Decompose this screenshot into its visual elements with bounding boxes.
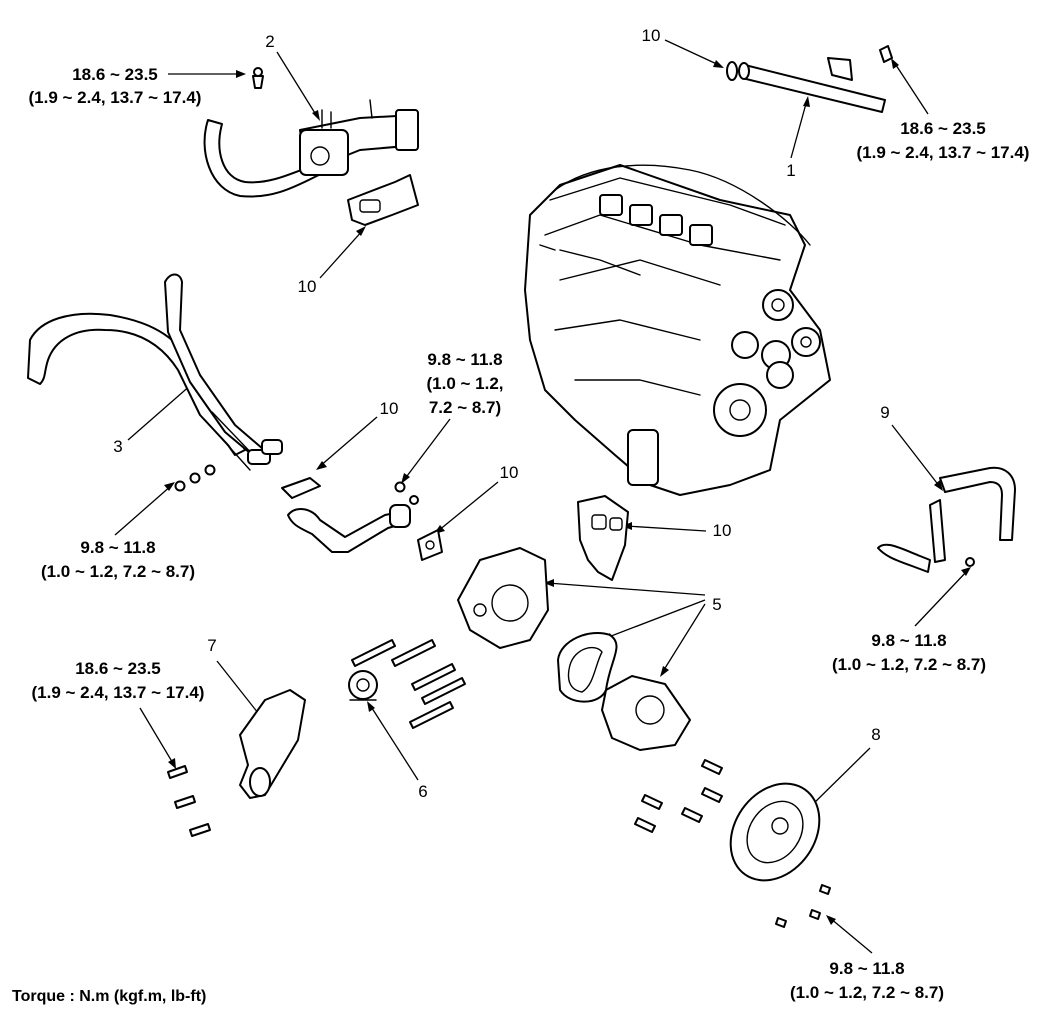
- water-pump: [601, 675, 691, 751]
- nut-center: [394, 481, 419, 505]
- nuts-group-left: [174, 464, 216, 492]
- torque-conversion: (1.9 ~ 2.4, 13.7 ~ 17.4): [29, 88, 202, 107]
- bypass-pipe: [287, 504, 411, 553]
- torque-spec-right-mid: 9.8 ~ 11.8 (1.0 ~ 1.2, 7.2 ~ 8.7): [832, 631, 986, 674]
- callout-3: 3: [113, 437, 122, 456]
- callout-10-top-right: 10: [642, 26, 661, 45]
- torque-spec-left-mid: 9.8 ~ 11.8 (1.0 ~ 1.2, 7.2 ~ 8.7): [41, 538, 195, 581]
- callout-10-right: 10: [713, 521, 732, 540]
- gasket-10-right: [577, 495, 629, 581]
- leader-lines: [114, 39, 971, 954]
- gasket-10-upper-left: [347, 174, 419, 226]
- callout-9: 9: [880, 403, 889, 422]
- water-pump-housing: [457, 547, 549, 649]
- callout-5: 5: [712, 595, 721, 614]
- torque-conversion: (1.0 ~ 1.2, 7.2 ~ 8.7): [790, 983, 944, 1002]
- gasket-10-center: [417, 529, 443, 561]
- hose-9: [877, 466, 1016, 573]
- torque-value: 9.8 ~ 11.8: [871, 631, 946, 650]
- long-bolts: [351, 639, 466, 729]
- callout-8: 8: [871, 725, 880, 744]
- bolts-pulley: [634, 759, 831, 928]
- torque-spec-top-right: 18.6 ~ 23.5 (1.9 ~ 2.4, 13.7 ~ 17.4): [857, 119, 1030, 162]
- torque-conversion: (1.0 ~ 1.2, 7.2 ~ 8.7): [41, 562, 195, 581]
- callout-10-upper-left: 10: [298, 277, 317, 296]
- water-pump-gasket: [557, 632, 618, 703]
- torque-spec-left-low: 18.6 ~ 23.5 (1.9 ~ 2.4, 13.7 ~ 17.4): [32, 659, 205, 702]
- torque-value: 18.6 ~ 23.5: [900, 119, 986, 138]
- torque-conversion-line1: (1.0 ~ 1.2,: [426, 374, 503, 393]
- heater-hoses-3: [27, 273, 283, 471]
- gasket-10-center-left: [281, 477, 321, 499]
- coolant-outlet-fitting-2: [203, 67, 419, 198]
- torque-spec-bottom-right: 9.8 ~ 11.8 (1.0 ~ 1.2, 7.2 ~ 8.7): [790, 959, 944, 1002]
- callout-6: 6: [418, 782, 427, 801]
- torque-spec-center: 9.8 ~ 11.8 (1.0 ~ 1.2, 7.2 ~ 8.7): [426, 350, 503, 417]
- torque-conversion: (1.9 ~ 2.4, 13.7 ~ 17.4): [857, 143, 1030, 162]
- callout-2: 2: [265, 32, 274, 51]
- water-pipe-1: [726, 45, 893, 113]
- torque-value: 18.6 ~ 23.5: [72, 65, 158, 84]
- torque-value: 9.8 ~ 11.8: [427, 350, 502, 369]
- callout-1: 1: [786, 161, 795, 180]
- thermostat-6: [348, 670, 378, 701]
- coolant-inlet-fitting-7: [239, 689, 306, 799]
- callout-7: 7: [207, 636, 216, 655]
- torque-value: 9.8 ~ 11.8: [829, 959, 904, 978]
- engine-assembly: [524, 164, 831, 496]
- torque-value: 18.6 ~ 23.5: [75, 659, 161, 678]
- torque-units-footer: Torque : N.m (kgf.m, lb-ft): [12, 988, 207, 1005]
- callout-10-center-left: 10: [380, 399, 399, 418]
- water-pump-pulley-8: [729, 782, 821, 882]
- torque-conversion: (1.9 ~ 2.4, 13.7 ~ 17.4): [32, 683, 205, 702]
- torque-conversion: (1.0 ~ 1.2, 7.2 ~ 8.7): [832, 655, 986, 674]
- torque-conversion-line2: 7.2 ~ 8.7): [429, 398, 501, 417]
- torque-spec-top-left: 18.6 ~ 23.5 (1.9 ~ 2.4, 13.7 ~ 17.4): [29, 65, 202, 107]
- torque-value: 9.8 ~ 11.8: [80, 538, 155, 557]
- bolts-lower-left: [167, 765, 211, 837]
- callout-10-center: 10: [500, 463, 519, 482]
